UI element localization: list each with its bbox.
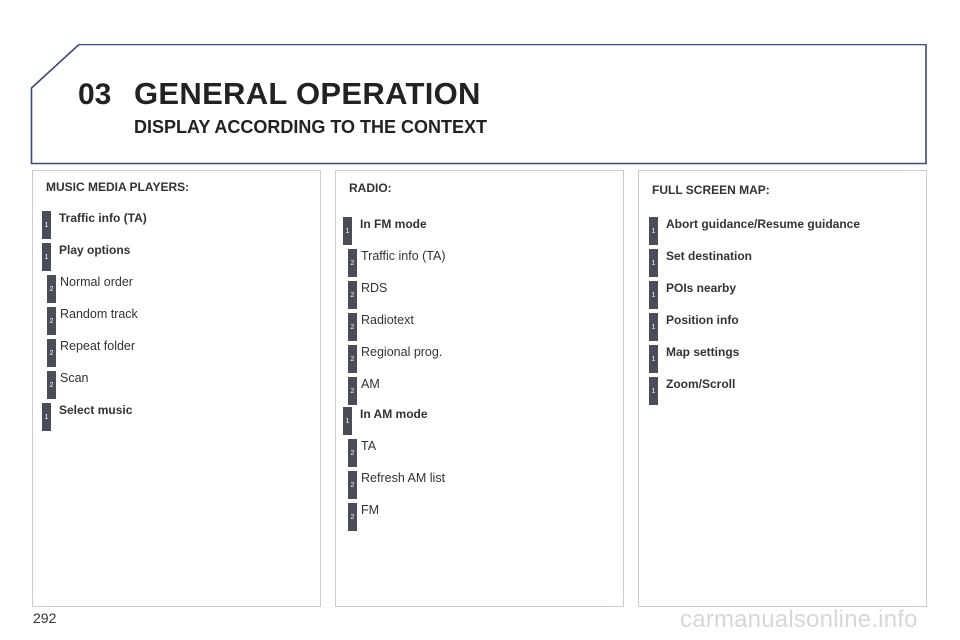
menu-item[interactable]: 1 Select music [42, 403, 132, 431]
menu-item-label: Traffic info (TA) [59, 211, 147, 225]
menu-item[interactable]: 1 POIs nearby [649, 281, 736, 309]
level-badge: 2 [348, 377, 357, 405]
menu-item-label: Abort guidance/Resume guidance [666, 217, 861, 231]
level-badge: 2 [348, 345, 357, 373]
menu-item-label: Zoom/Scroll [666, 377, 736, 391]
level-badge: 1 [42, 211, 51, 239]
menu-item-label: Random track [60, 307, 138, 321]
level-badge: 1 [343, 407, 352, 435]
menu-item[interactable]: 2 RDS [348, 281, 387, 309]
menu-item-label: Play options [59, 243, 131, 257]
menu-item[interactable]: 1 Set destination [649, 249, 752, 277]
menu-item[interactable]: 2 Normal order [47, 275, 133, 303]
menu-item[interactable]: 1 Map settings [649, 345, 739, 373]
menu-item[interactable]: 2 Regional prog. [348, 345, 442, 373]
level-badge: 2 [348, 281, 357, 309]
menu-item[interactable]: 2 AM [348, 377, 380, 405]
menu-item-label: Position info [666, 313, 739, 327]
menu-item[interactable]: 1 Zoom/Scroll [649, 377, 735, 405]
radio-panel: RADIO: 1 In FM mode 2 Traffic info (TA) … [335, 170, 624, 607]
menu-item-label: Normal order [60, 275, 133, 289]
menu-item-label: TA [361, 439, 377, 453]
menu-item-label: Refresh AM list [361, 471, 446, 485]
panel-heading: MUSIC MEDIA PLAYERS: [46, 180, 190, 194]
page-number: 292 [33, 610, 57, 626]
level-badge: 2 [348, 313, 357, 341]
menu-item[interactable]: 2 FM [348, 503, 379, 531]
level-badge: 1 [649, 345, 658, 373]
menu-item[interactable]: 2 Random track [47, 307, 138, 335]
level-badge: 2 [47, 339, 56, 367]
menu-item-label: Regional prog. [361, 345, 443, 359]
panel-heading: FULL SCREEN MAP: [652, 183, 770, 197]
menu-item-label: Set destination [666, 249, 753, 263]
menu-item[interactable]: 1 Position info [649, 313, 739, 341]
level-badge: 1 [649, 249, 658, 277]
full-screen-map-panel: FULL SCREEN MAP: 1 Abort guidance/Resume… [638, 170, 927, 607]
level-badge: 1 [649, 377, 658, 405]
menu-item-label: Repeat folder [60, 339, 136, 353]
watermark: carmanualsonline.info [680, 606, 918, 633]
menu-item[interactable]: 2 TA [348, 439, 376, 467]
page-subtitle: DISPLAY ACCORDING TO THE CONTEXT [134, 117, 488, 137]
menu-item-label: POIs nearby [666, 281, 737, 295]
music-media-players-panel: MUSIC MEDIA PLAYERS: 1 Traffic info (TA)… [32, 170, 321, 607]
level-badge: 2 [47, 307, 56, 335]
menu-item[interactable]: 1 Play options [42, 243, 130, 271]
header-frame [30, 44, 927, 165]
menu-item[interactable]: 1 Traffic info (TA) [42, 211, 147, 239]
menu-item[interactable]: 2 Traffic info (TA) [348, 249, 446, 277]
level-badge: 2 [47, 275, 56, 303]
level-badge: 1 [343, 217, 352, 245]
chapter-number: 03 [78, 78, 112, 111]
menu-item[interactable]: 1 In FM mode [343, 217, 427, 245]
level-badge: 1 [649, 217, 658, 245]
menu-item-label: Map settings [666, 345, 740, 359]
chapter-header [30, 44, 927, 165]
menu-item-label: AM [361, 377, 380, 391]
menu-item-label: Radiotext [361, 313, 414, 327]
menu-item-label: In FM mode [360, 217, 427, 231]
menu-item-label: In AM mode [360, 407, 428, 421]
level-badge: 1 [42, 243, 51, 271]
menu-item[interactable]: 2 Radiotext [348, 313, 414, 341]
level-badge: 1 [649, 313, 658, 341]
menu-item-label: RDS [361, 281, 388, 295]
level-badge: 2 [348, 439, 357, 467]
menu-item[interactable]: 2 Repeat folder [47, 339, 135, 367]
menu-item[interactable]: 1 In AM mode [343, 407, 428, 435]
menu-item-label: Scan [60, 371, 89, 385]
menu-item[interactable]: 2 Scan [47, 371, 89, 399]
menu-item-label: Traffic info (TA) [361, 249, 446, 263]
level-badge: 2 [348, 249, 357, 277]
level-badge: 1 [649, 281, 658, 309]
menu-item[interactable]: 1 Abort guidance/Resume guidance [649, 217, 860, 245]
menu-item-label: Select music [59, 403, 133, 417]
level-badge: 2 [348, 471, 357, 499]
panel-heading: RADIO: [349, 181, 392, 195]
level-badge: 2 [348, 503, 357, 531]
page-title: GENERAL OPERATION [134, 76, 481, 111]
menu-item-label: FM [361, 503, 380, 517]
level-badge: 2 [47, 371, 56, 399]
menu-item[interactable]: 2 Refresh AM list [348, 471, 445, 499]
level-badge: 1 [42, 403, 51, 431]
